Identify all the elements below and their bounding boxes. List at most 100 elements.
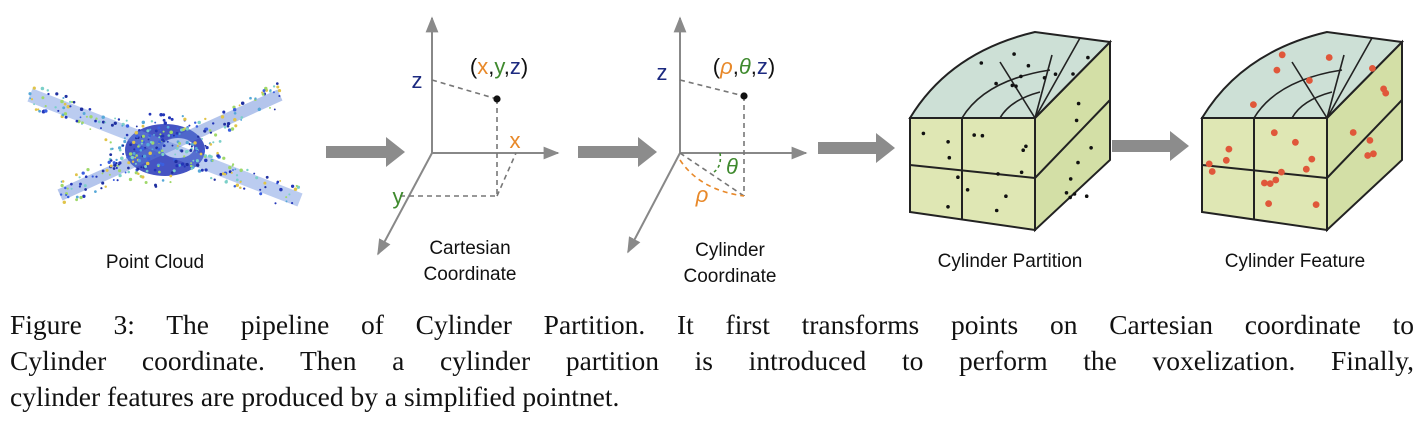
voxel-feature-dot [1325, 54, 1333, 61]
voxel-point [996, 172, 1000, 176]
lidar-point [174, 153, 177, 156]
voxel-point [1076, 101, 1081, 106]
voxel-feature-dot [1261, 179, 1268, 187]
lidar-point [115, 162, 118, 165]
lidar-point [159, 129, 162, 132]
lidar-point [125, 119, 128, 122]
lidar-point [175, 164, 179, 168]
lidar-point [112, 179, 115, 181]
lidar-point [158, 170, 161, 174]
lidar-point [204, 117, 207, 121]
lidar-point [269, 106, 271, 109]
lidar-point [193, 121, 197, 124]
lidar-point [132, 152, 136, 155]
lidar-point [197, 120, 201, 125]
lidar-point [158, 151, 161, 154]
lidar-point [162, 113, 166, 117]
lidar-point [159, 162, 163, 165]
voxel-feature-dot [1308, 155, 1316, 163]
voxel-point [1004, 194, 1008, 198]
lidar-point [127, 170, 131, 174]
lidar-point [190, 167, 193, 171]
lidar-point [97, 120, 101, 124]
caption-line-3: cylinder features are produced by a simp… [10, 381, 620, 412]
lidar-point [169, 174, 173, 178]
lidar-point [235, 178, 239, 182]
lidar-point [141, 175, 145, 179]
lidar-point [66, 187, 69, 190]
lidar-point [201, 137, 203, 140]
lidar-point [81, 171, 85, 175]
voxel-point [1086, 55, 1090, 60]
lidar-point [170, 171, 174, 174]
lidar-point [193, 141, 197, 145]
lidar-point [178, 164, 181, 167]
lidar-point [40, 86, 45, 91]
lidar-point [130, 155, 135, 160]
lidar-point [101, 115, 105, 119]
lidar-point [75, 119, 79, 123]
lidar-point [272, 91, 275, 94]
lidar-point [65, 193, 68, 197]
lidar-point [189, 164, 193, 168]
lidar-point [230, 127, 235, 131]
lidar-point [101, 120, 105, 124]
cylinder-coordinate-diagram [627, 16, 808, 254]
lidar-point [115, 166, 118, 170]
voxel-feature-dot [1205, 160, 1213, 168]
voxel-point [1071, 72, 1075, 76]
lidar-point [278, 94, 281, 98]
lidar-point [159, 113, 163, 117]
lidar-point [44, 105, 47, 108]
lidar-point [116, 179, 119, 182]
voxel-feature-dot [1225, 145, 1233, 153]
lidar-point [63, 102, 67, 106]
lidar-point [81, 121, 84, 125]
lidar-point [285, 200, 288, 203]
lidar-point [139, 155, 142, 158]
cylinder-feature-diagram [1200, 30, 1405, 233]
lidar-point [60, 99, 64, 104]
lidar-point [139, 148, 143, 152]
voxel-point [1024, 144, 1028, 149]
lidar-point [183, 117, 187, 121]
axis-y-label: y [392, 184, 404, 209]
lidar-point [279, 179, 282, 182]
lidar-point [275, 82, 279, 85]
voxel-feature-dot [1366, 137, 1374, 144]
voxel-point [956, 175, 960, 179]
lidar-point [190, 145, 193, 148]
lidar-point [181, 114, 184, 118]
lidar-point [195, 125, 199, 128]
lidar-point [212, 141, 215, 144]
lidar-point [249, 96, 252, 100]
cylinder-partition-label: Cylinder Partition [937, 251, 1083, 272]
lidar-point [141, 124, 145, 128]
voxel-point [1068, 177, 1073, 181]
lidar-point [148, 151, 152, 155]
voxel-point [1042, 76, 1047, 80]
lidar-point [196, 149, 199, 152]
lidar-point [74, 173, 78, 177]
lidar-point [37, 108, 40, 111]
lidar-point [128, 177, 133, 182]
lidar-point [183, 155, 186, 158]
lidar-point [232, 107, 237, 112]
lidar-point [189, 149, 193, 152]
lidar-point [63, 112, 68, 116]
lidar-point [204, 168, 208, 172]
lidar-point [295, 184, 298, 188]
lidar-point [108, 173, 111, 176]
lidar-point [118, 148, 122, 152]
lidar-point [147, 138, 150, 141]
lidar-point [209, 131, 213, 134]
lidar-point [183, 165, 186, 168]
lidar-point [195, 159, 199, 163]
lidar-point [205, 145, 209, 150]
lidar-point [112, 167, 116, 170]
lidar-point [274, 202, 277, 205]
lidar-point [101, 181, 105, 185]
lidar-point [272, 85, 276, 88]
lidar-point [41, 96, 45, 100]
lidar-point [190, 142, 195, 147]
